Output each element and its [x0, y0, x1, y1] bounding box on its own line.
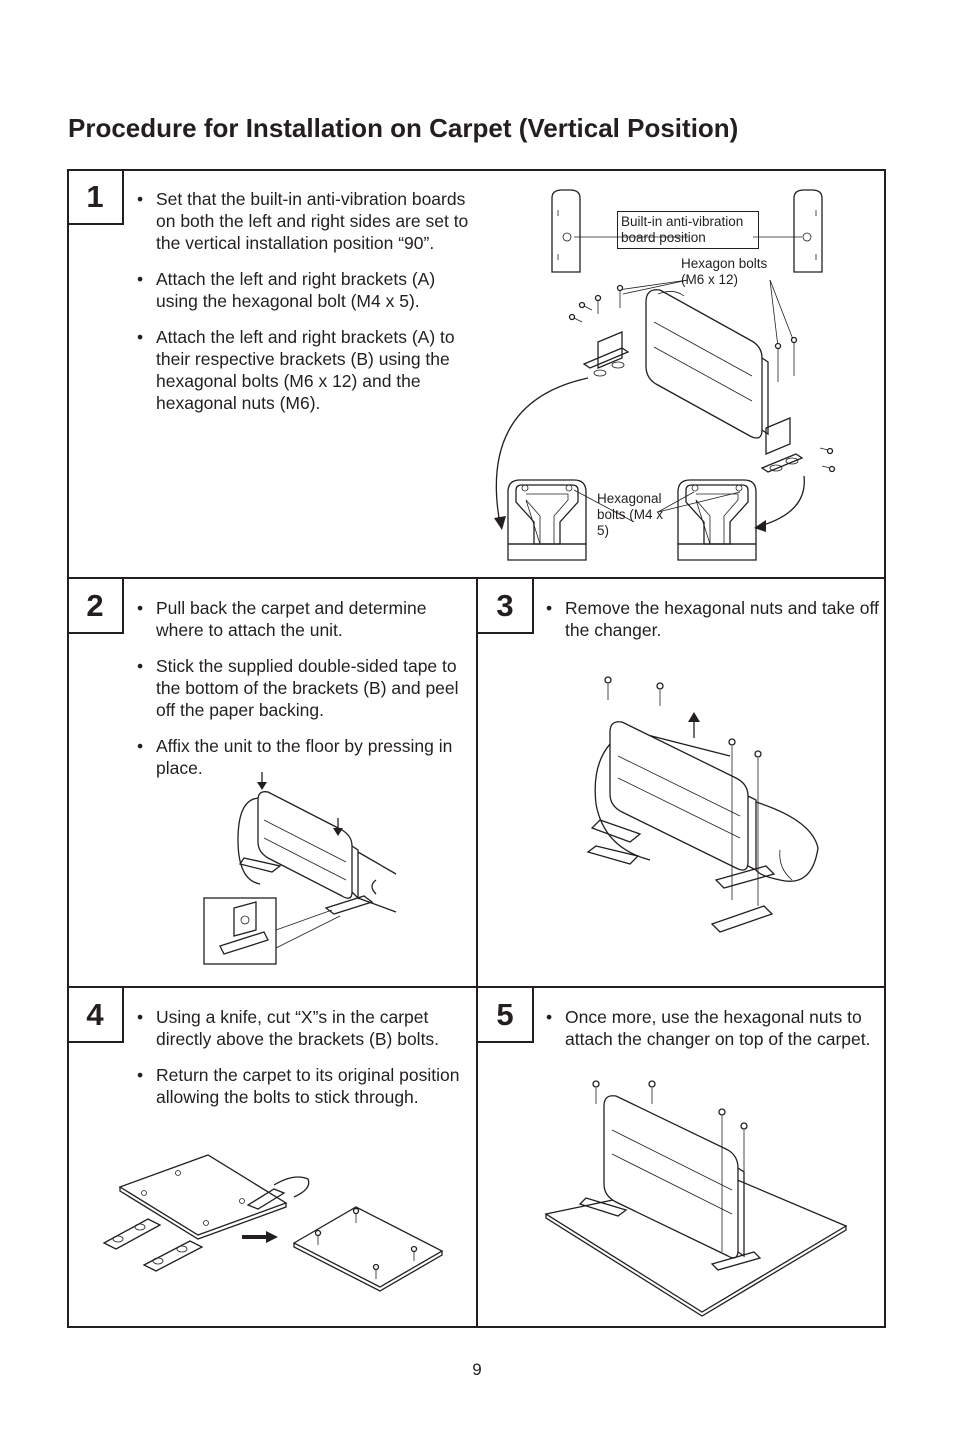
bolts-drawing [568, 284, 836, 473]
step-2-bullet-3: Affix the unit to the floor by pressing … [135, 735, 471, 779]
step-2-instructions: Pull back the carpet and determine where… [135, 597, 471, 793]
step-2-bullet-2: Stick the supplied double-sided tape to … [135, 655, 471, 721]
right-bracket-drawing [760, 417, 804, 473]
step-3-illustration [586, 676, 819, 933]
right-bracket-closeup [677, 479, 757, 561]
step-2-illustration [203, 772, 397, 965]
step-3-number: 3 [478, 579, 534, 634]
step-1-bullet-1: Set that the built-in anti-vibration boa… [135, 188, 475, 254]
left-side-panel-drawing [551, 189, 581, 273]
step-5-number: 5 [478, 988, 534, 1043]
page-number: 9 [472, 1360, 482, 1379]
step-2-bullet-1: Pull back the carpet and determine where… [135, 597, 471, 641]
unit-drawing [645, 289, 769, 439]
left-bracket-drawing [582, 331, 630, 377]
step-5-instructions: Once more, use the hexagonal nuts to att… [544, 1006, 880, 1064]
step-5-bullet-1: Once more, use the hexagonal nuts to att… [544, 1006, 880, 1050]
step-5-illustration [544, 1080, 848, 1317]
page-title: Procedure for Installation on Carpet (Ve… [68, 113, 739, 143]
step-4-illustration [102, 1154, 444, 1292]
column-divider [476, 577, 478, 1328]
step-4-bullet-1: Using a knife, cut “X”s in the carpet di… [135, 1006, 471, 1050]
hexagon-bolts-label: Hexagon bolts (M6 x 12) [681, 256, 768, 287]
step-1-number: 1 [68, 170, 124, 225]
step-3-instructions: Remove the hexagonal nuts and take off t… [544, 597, 880, 655]
step-1-instructions: Set that the built-in anti-vibration boa… [135, 188, 475, 428]
step-1-illustration [494, 189, 836, 561]
step-3-bullet-1: Remove the hexagonal nuts and take off t… [544, 597, 880, 641]
left-bracket-closeup [507, 479, 587, 561]
step-1-bullet-3: Attach the left and right brackets (A) t… [135, 326, 475, 414]
step-4-bullet-2: Return the carpet to its original positi… [135, 1064, 471, 1108]
step-2-number: 2 [68, 579, 124, 634]
step-4-instructions: Using a knife, cut “X”s in the carpet di… [135, 1006, 471, 1122]
step-4-number: 4 [68, 988, 124, 1043]
right-side-panel-drawing [793, 189, 823, 273]
step-1-bullet-2: Attach the left and right brackets (A) u… [135, 268, 475, 312]
board-position-label: Built-in anti-vibration board position [617, 211, 759, 249]
